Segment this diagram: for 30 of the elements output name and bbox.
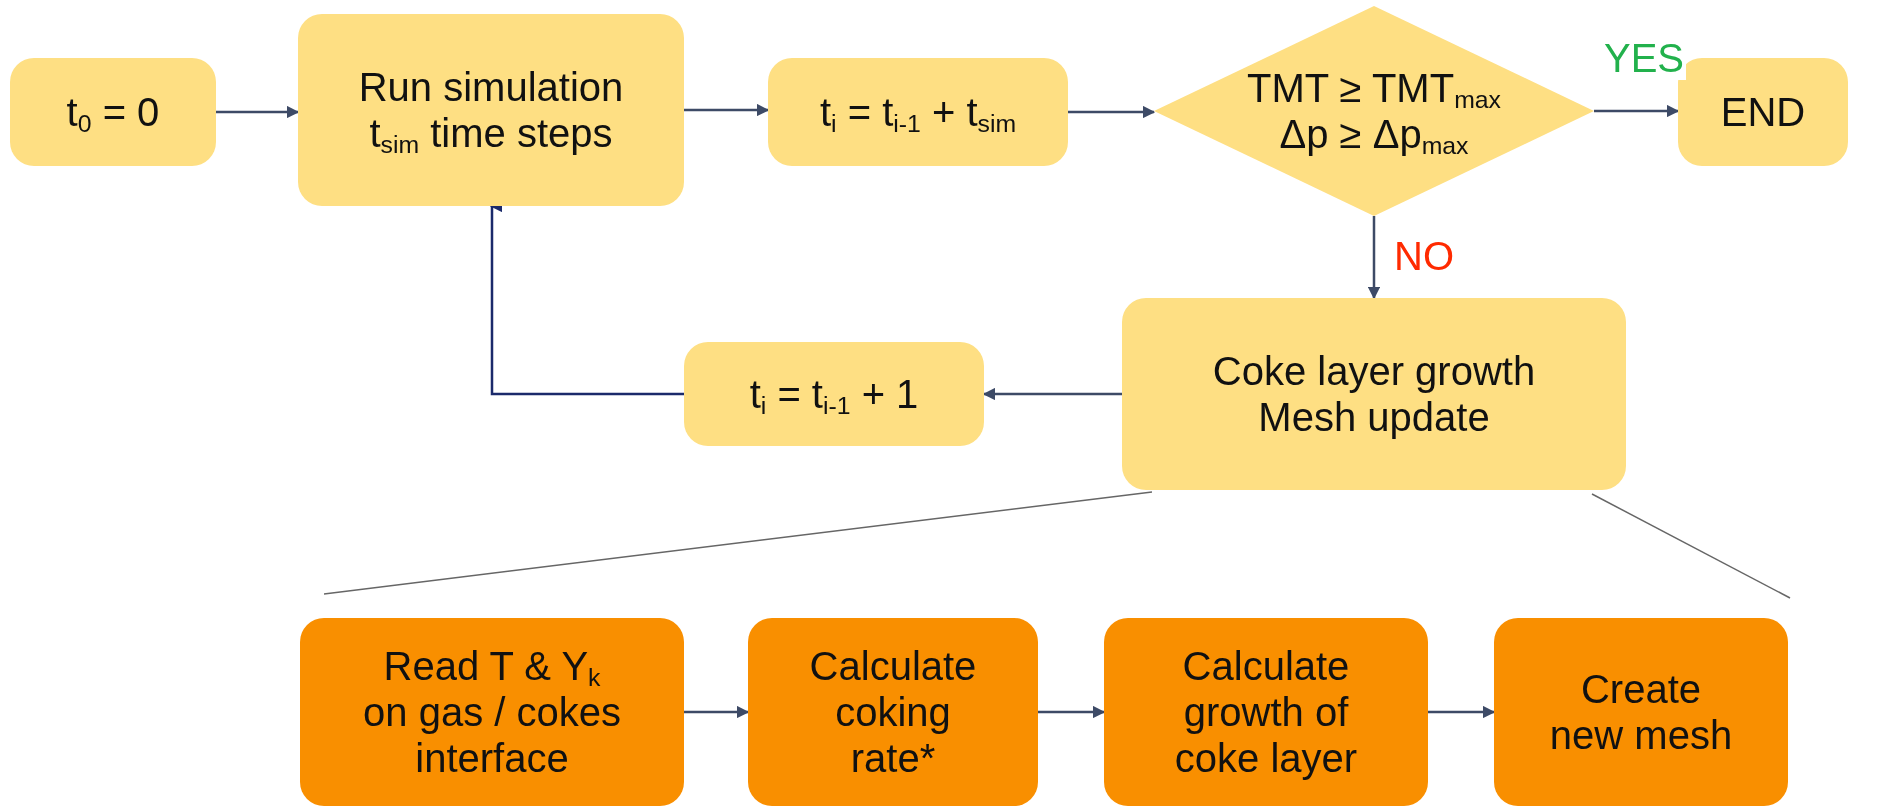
node-text: END	[1720, 89, 1806, 135]
arrow	[684, 103, 770, 117]
node-text: Calculate coking rate*	[808, 643, 978, 781]
node-text: TMT ≥ TMT$_{max}$ Δp ≥ Δp$_{max}$	[1246, 65, 1502, 157]
process-box	[298, 14, 684, 206]
node-text: t$_{0}$ = 0	[66, 89, 160, 135]
process-box	[10, 58, 216, 166]
arrow	[1068, 105, 1156, 119]
arrow	[1367, 216, 1381, 300]
node-text: Calculate growth of coke layer	[1173, 643, 1359, 781]
node-text: Create new mesh	[1548, 666, 1734, 758]
process-box	[768, 58, 1068, 166]
arrow	[1428, 705, 1496, 719]
process-box	[300, 618, 684, 806]
arrow	[1594, 104, 1680, 118]
node-text: t$_{i}$ = t$_{i-1}$ + t$_{sim}$	[819, 89, 1017, 135]
arrow	[1038, 705, 1106, 719]
process-box	[748, 618, 1038, 806]
process-box	[1494, 618, 1788, 806]
node-text: Coke layer growth Mesh update	[1211, 348, 1537, 440]
node-text: Read T & Y$_{k}$ on gas / cokes interface	[362, 643, 622, 781]
node-text: t$_{i}$ = t$_{i-1}$ + 1	[749, 371, 919, 417]
process-box	[1104, 618, 1428, 806]
process-box	[1122, 298, 1626, 490]
arrow	[982, 387, 1122, 401]
process-box	[684, 342, 984, 446]
node-text: Run simulation t$_{sim}$ time steps	[357, 64, 625, 156]
arrow	[216, 105, 300, 119]
arrow	[684, 705, 750, 719]
decision-diamond	[1154, 6, 1594, 216]
